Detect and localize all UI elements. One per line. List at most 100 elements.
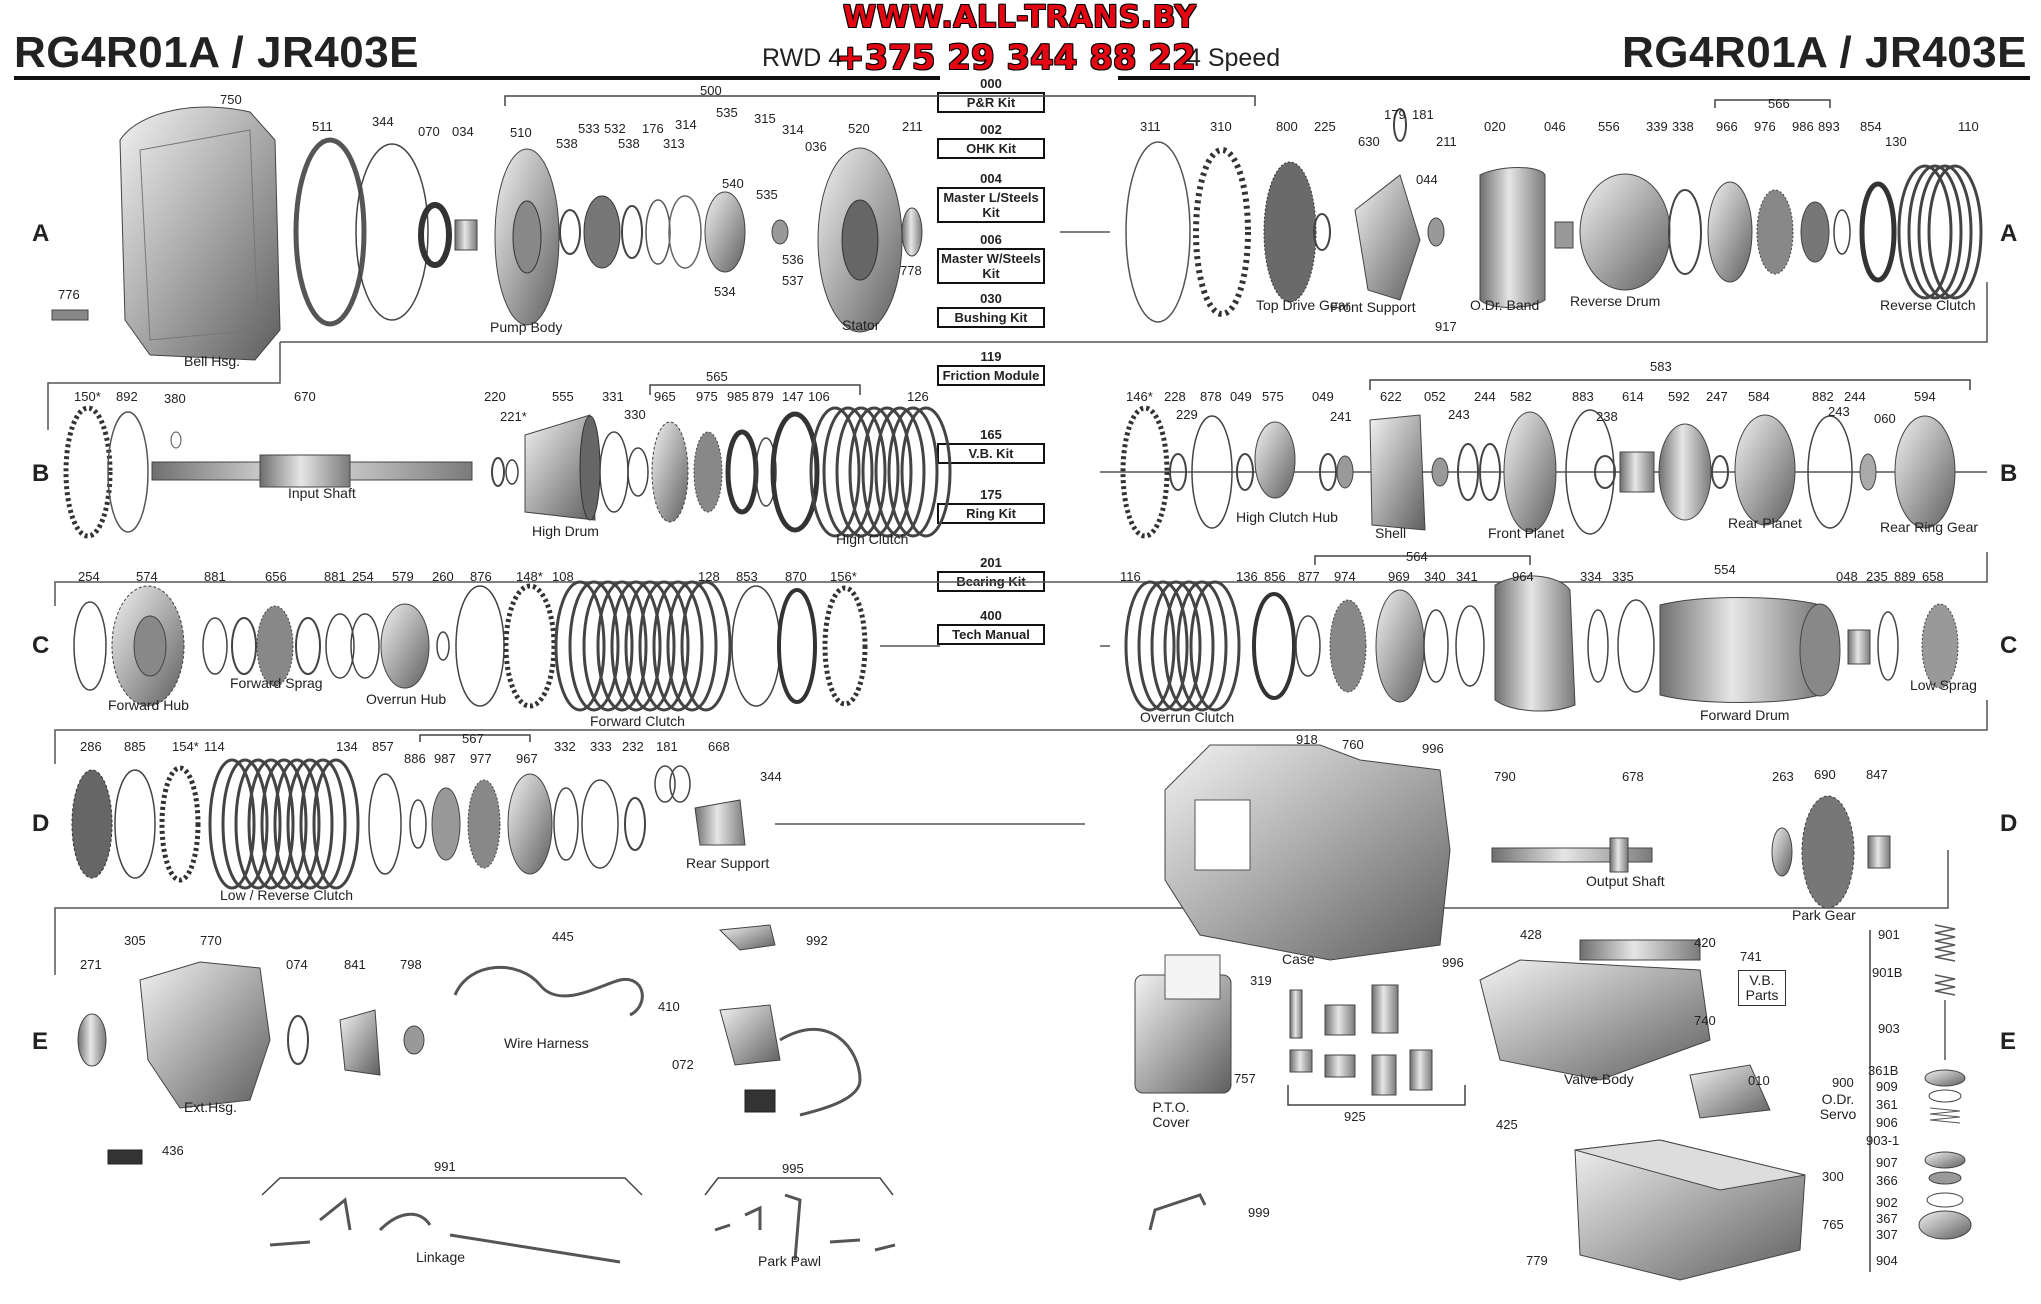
part-number: 534	[714, 284, 736, 299]
header-rule-right	[1118, 76, 2030, 80]
part-number: 893	[1818, 119, 1840, 134]
part-number: 340	[1424, 569, 1446, 584]
part-number: 319	[1250, 973, 1272, 988]
part-number: 885	[124, 739, 146, 754]
label-odr-servo: O.Dr. Servo	[1819, 1091, 1857, 1122]
part-number: 882	[1812, 389, 1834, 404]
part-number: 877	[1298, 569, 1320, 584]
part-number: 583	[1650, 359, 1672, 374]
part-number: 311	[1140, 119, 1161, 134]
part-number: 147	[782, 389, 804, 404]
label-park-pawl: Park Pawl	[758, 1253, 822, 1269]
part-number: 179	[1384, 107, 1406, 122]
part-number: 060	[1874, 411, 1896, 426]
part-number: 878	[1200, 389, 1222, 404]
part-number: 564	[1406, 549, 1428, 564]
part-number: 853	[736, 569, 758, 584]
part-number: 235	[1866, 569, 1888, 584]
part-number: 241	[1330, 409, 1352, 424]
part-number: 670	[294, 389, 316, 404]
part-number: 176	[642, 121, 664, 136]
part-number: 367	[1876, 1211, 1898, 1226]
part-number: 881	[204, 569, 226, 584]
part-number: 254	[78, 569, 100, 584]
label-bell-hsg: Bell Hsg.	[184, 353, 241, 369]
part-number: 335	[1612, 569, 1634, 584]
part-number: 049	[1230, 389, 1252, 404]
row-letter-c-right: C	[2000, 632, 2018, 659]
part-number: 658	[1922, 569, 1944, 584]
part-number: 575	[1262, 389, 1284, 404]
part-number: 108	[552, 569, 574, 584]
part-number: 779	[1526, 1253, 1548, 1268]
part-number: 228	[1164, 389, 1186, 404]
part-number: 798	[400, 957, 422, 972]
label-pump-body: Pump Body	[490, 319, 563, 335]
label-overrun-hub: Overrun Hub	[366, 691, 447, 707]
part-number: 907	[1876, 1155, 1898, 1170]
part-number: 883	[1572, 389, 1594, 404]
part-number: 136	[1236, 569, 1258, 584]
part-number: 565	[706, 369, 728, 384]
part-number: 995	[782, 1161, 804, 1176]
part-number: 909	[1876, 1079, 1898, 1094]
part-number: 964	[1512, 569, 1534, 584]
part-number: 879	[752, 389, 774, 404]
part-number: 765	[1822, 1217, 1844, 1232]
header-rule-left	[14, 76, 940, 80]
part-number: 181	[656, 739, 678, 754]
part-number: 361	[1876, 1097, 1898, 1112]
part-number: 976	[1754, 119, 1776, 134]
part-number: 036	[805, 139, 827, 154]
label-top-drive-gear: Top Drive Gear	[1256, 297, 1351, 313]
part-number: 537	[782, 273, 804, 288]
label-front-support: Front Support	[1330, 299, 1416, 315]
part-number: 668	[708, 739, 730, 754]
title-right: RG4R01A / JR403E	[1621, 28, 2027, 77]
part-number: 341	[1456, 569, 1478, 584]
part-number: 967	[516, 751, 538, 766]
part-number: 999	[1248, 1205, 1270, 1220]
part-number: 554	[1714, 562, 1736, 577]
part-number: 361B	[1868, 1063, 1899, 1078]
part-number: 146*	[1126, 389, 1153, 404]
part-number: 339	[1646, 119, 1668, 134]
part-number: 511	[312, 119, 333, 134]
part-number: 540	[722, 176, 744, 191]
part-number: 034	[452, 124, 474, 139]
row-letter-b-left: B	[32, 460, 50, 487]
part-number: 314	[782, 122, 804, 137]
part-number: 126	[907, 389, 929, 404]
part-number: 154*	[172, 739, 199, 754]
part-number: 985	[727, 389, 749, 404]
part-number: 917	[1435, 319, 1457, 334]
website-link[interactable]: WWW.ALL-TRANS.BY	[843, 0, 1197, 35]
label-reverse-drum: Reverse Drum	[1570, 293, 1661, 309]
part-number: 260	[432, 569, 454, 584]
part-number: 690	[1814, 767, 1836, 782]
part-number: 238	[1596, 409, 1618, 424]
part-number: 538	[556, 136, 578, 151]
part-number: 049	[1312, 389, 1334, 404]
row-letter-e-left: E	[32, 1028, 49, 1055]
part-number: 070	[418, 124, 440, 139]
part-number: 902	[1876, 1195, 1898, 1210]
label-linkage: Linkage	[416, 1249, 466, 1265]
part-number: 300	[1822, 1169, 1844, 1184]
phone-number[interactable]: +375 29 344 88 22	[836, 38, 1196, 78]
part-number: 881	[324, 569, 346, 584]
part-number: 380	[164, 391, 186, 406]
part-number: 344	[372, 114, 394, 129]
part-number: 847	[1866, 767, 1888, 782]
part-number: 996	[1442, 955, 1464, 970]
